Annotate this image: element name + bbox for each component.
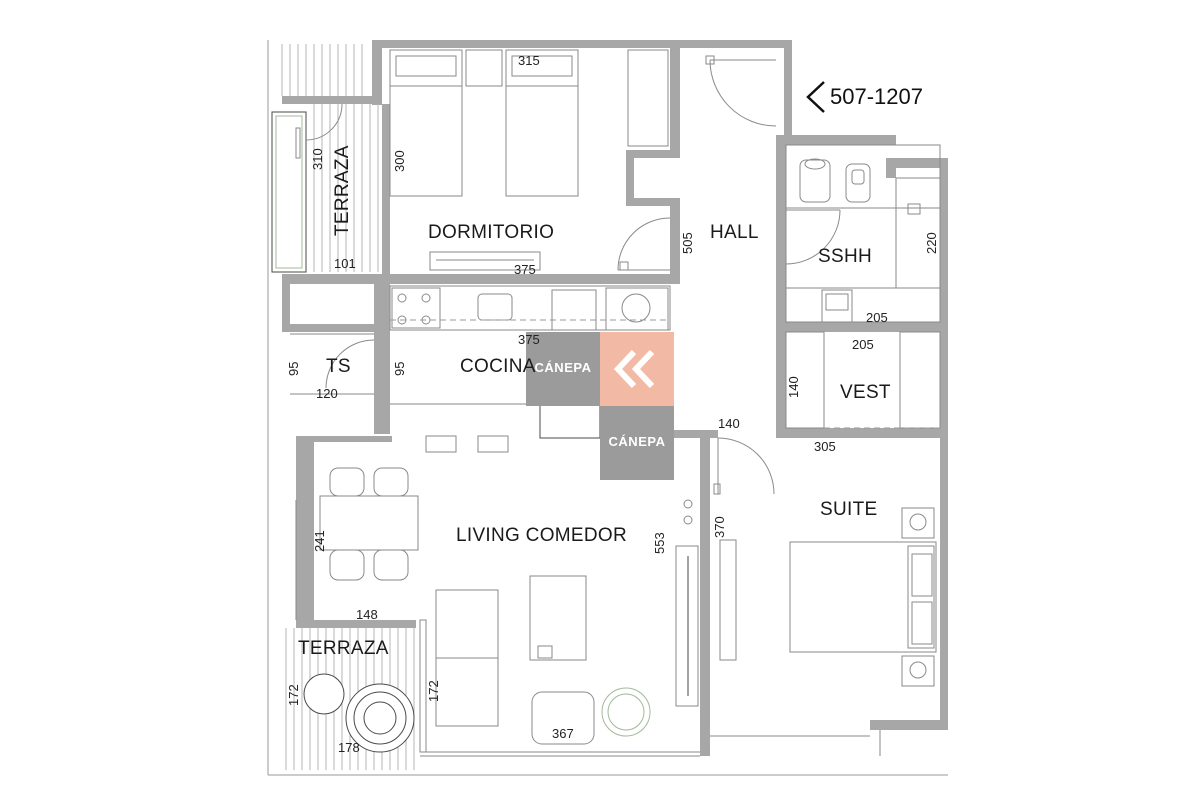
terraza-lower [285, 500, 427, 770]
dim-120: 120 [316, 386, 338, 401]
room-dormitorio: DORMITORIO [428, 222, 554, 243]
dim-101: 101 [334, 256, 356, 271]
dim-375-cocina: 375 [518, 332, 540, 347]
dim-95-ts: 95 [286, 362, 301, 376]
walls [282, 40, 948, 756]
brand-watermark: CÁNEPA CÁNEPA [526, 332, 674, 480]
room-hall: HALL [710, 222, 759, 243]
hall-door [705, 55, 777, 127]
dim-505: 505 [680, 232, 695, 254]
room-sshh: SSHH [818, 246, 872, 267]
dim-300: 300 [392, 150, 407, 172]
dim-172-left: 172 [286, 684, 301, 706]
unit-indicator: 507-1207 [806, 81, 923, 113]
room-cocina: COCINA [460, 356, 536, 377]
suite-furniture [710, 507, 937, 756]
dim-95-cocina: 95 [392, 362, 407, 376]
room-vest: VEST [840, 382, 891, 403]
dim-178: 178 [338, 740, 360, 755]
dim-310: 310 [310, 148, 325, 170]
bathroom-fixtures [785, 144, 941, 323]
brand-text-1: CÁNEPA [535, 360, 592, 375]
dim-205-vest: 205 [852, 337, 874, 352]
vest-closet [785, 331, 941, 429]
ts-area [290, 333, 375, 395]
site-boundary [267, 40, 948, 776]
room-terraza-lower: TERRAZA [298, 638, 389, 659]
dim-370: 370 [712, 516, 727, 538]
room-labels: DORMITORIO HALL SSHH TERRAZA TS COCINA V… [298, 145, 891, 659]
dim-148: 148 [356, 607, 378, 622]
dim-241: 241 [312, 530, 327, 552]
chevron-left-icon [806, 81, 825, 113]
unit-label: 507-1207 [830, 84, 923, 109]
dim-315: 315 [518, 53, 540, 68]
dormitorio-furniture [389, 49, 671, 271]
dim-220: 220 [924, 232, 939, 254]
brand-text-2: CÁNEPA [609, 434, 666, 449]
room-terraza-upper: TERRAZA [332, 145, 353, 236]
room-suite: SUITE [820, 499, 877, 520]
dim-140-vest: 140 [786, 376, 801, 398]
dim-375-dorm: 375 [514, 262, 536, 277]
dim-367: 367 [552, 726, 574, 741]
dim-140-hall: 140 [718, 416, 740, 431]
dim-205-sshh: 205 [866, 310, 888, 325]
dim-553: 553 [652, 532, 667, 554]
suite-door [713, 437, 775, 495]
terraza-upper [271, 44, 379, 273]
dimension-labels: 315 300 310 101 375 505 220 205 375 95 9… [286, 53, 939, 755]
room-ts: TS [326, 356, 351, 377]
room-living-comedor: LIVING COMEDOR [456, 525, 627, 546]
dim-305: 305 [814, 439, 836, 454]
dim-172-right: 172 [426, 680, 441, 702]
living-furniture [319, 467, 700, 757]
